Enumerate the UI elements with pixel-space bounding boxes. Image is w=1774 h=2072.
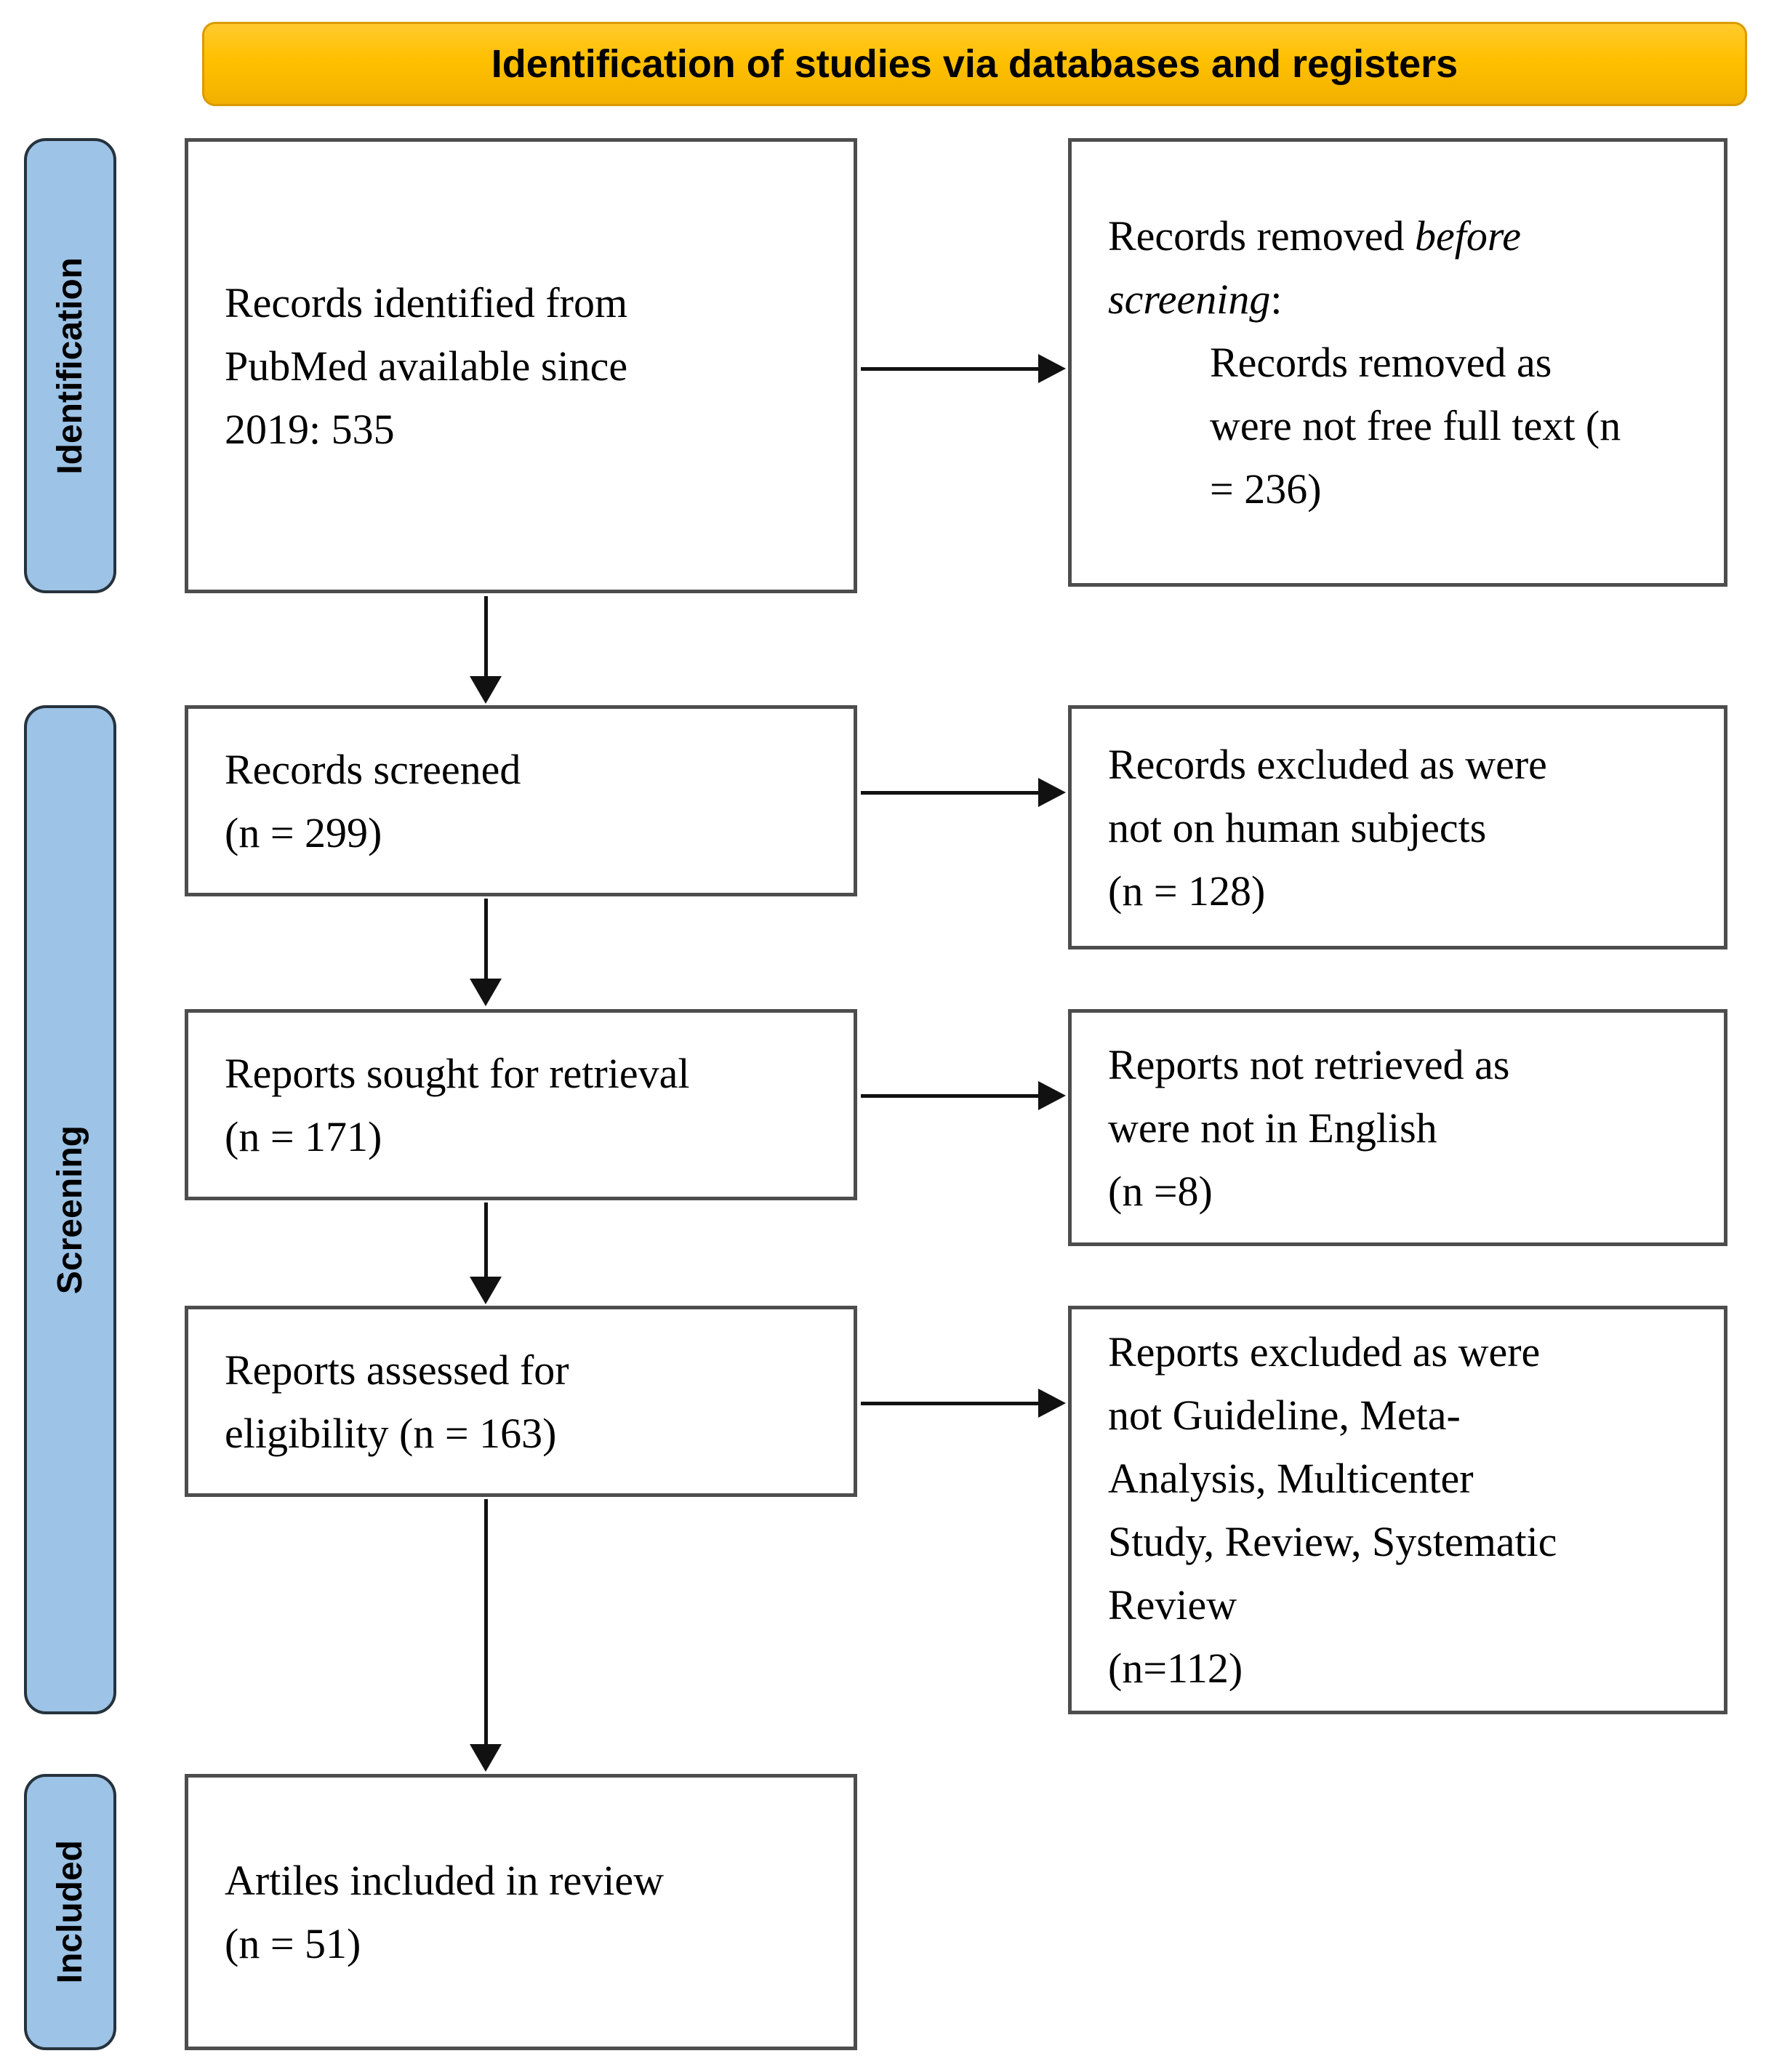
stage-label-included-text: Included [51, 1840, 89, 1984]
box-records-screened: Records screened (n = 299) [185, 705, 857, 896]
box-text-line: Reports not retrieved as [1108, 1040, 1510, 1088]
box-text-line: (n =8) [1108, 1167, 1213, 1215]
arrow-head-icon [1038, 354, 1066, 383]
box-text-line: (n = 51) [225, 1920, 361, 1967]
box-text-line: Records excluded as were [1108, 740, 1547, 788]
down-arrow-identified-to-screened [470, 596, 502, 704]
right-arrow-identified-to-removed [861, 354, 1066, 383]
box-text-line: PubMed available since [225, 342, 628, 390]
arrow-head-icon [1038, 1081, 1066, 1110]
box-text-line: screening: [1108, 268, 1698, 331]
stage-label-screening-text: Screening [51, 1125, 89, 1295]
arrow-head-icon [470, 1277, 502, 1304]
box-articles-included: Artiles included in review (n = 51) [185, 1774, 857, 2050]
box-text-line: Reports assessed for [225, 1346, 569, 1394]
box-reports-excluded-wrong-type: Reports excluded as were not Guideline, … [1068, 1306, 1727, 1714]
arrow-head-icon [1038, 778, 1066, 807]
arrow-stem [484, 899, 488, 981]
banner: Identification of studies via databases … [202, 22, 1747, 106]
arrow-stem [484, 1202, 488, 1280]
arrow-stem [484, 596, 488, 679]
arrow-stem [861, 1402, 1041, 1405]
box-text-line: Records identified from [225, 278, 628, 326]
box-text-line: (n = 299) [225, 808, 382, 856]
stage-label-identification: Identification [24, 138, 116, 593]
arrow-head-icon [470, 1744, 502, 1772]
box-text-line: 2019: 535 [225, 405, 395, 453]
box-reports-sought: Reports sought for retrieval (n = 171) [185, 1009, 857, 1200]
box-text-indented-line: Records removed as [1210, 339, 1552, 386]
box-text-line: eligibility (n = 163) [225, 1409, 557, 1457]
arrow-head-icon [1038, 1389, 1066, 1418]
arrow-stem [484, 1499, 488, 1747]
box-text-line: Review [1108, 1581, 1237, 1629]
box-text-line: Records screened [225, 745, 521, 793]
box-text-italic-segment: before [1414, 212, 1522, 260]
box-text-line: not Guideline, Meta- [1108, 1392, 1461, 1439]
arrow-head-icon [470, 676, 502, 704]
right-arrow-screened-to-excluded [861, 778, 1066, 807]
box-text-line: (n = 128) [1108, 867, 1266, 915]
box-text-indented-line: were not free full text (n [1210, 402, 1621, 449]
arrow-head-icon [470, 979, 502, 1006]
box-text-line: Records removed before [1108, 204, 1698, 268]
box-text-line: Artiles included in review [225, 1857, 664, 1904]
box-text-italic-segment: screening [1108, 276, 1271, 323]
stage-label-screening: Screening [24, 705, 116, 1714]
right-arrow-assessed-to-excluded [861, 1389, 1066, 1418]
stage-label-identification-text: Identification [51, 257, 89, 475]
box-records-removed-before-screening: Records removed before screening: Record… [1068, 138, 1727, 587]
arrow-stem [861, 367, 1041, 371]
box-reports-assessed: Reports assessed for eligibility (n = 16… [185, 1306, 857, 1497]
banner-title: Identification of studies via databases … [491, 42, 1458, 86]
box-text-line: (n=112) [1108, 1645, 1243, 1692]
arrow-stem [861, 1094, 1041, 1098]
box-text-line: Reports sought for retrieval [225, 1049, 690, 1097]
box-text-indented-line: = 236) [1210, 465, 1322, 513]
box-text-segment: : [1270, 276, 1283, 323]
down-arrow-sought-to-assessed [470, 1202, 502, 1304]
box-records-identified: Records identified from PubMed available… [185, 138, 857, 593]
box-reports-not-retrieved: Reports not retrieved as were not in Eng… [1068, 1009, 1727, 1246]
down-arrow-screened-to-sought [470, 899, 502, 1006]
box-text-line: Study, Review, Systematic [1108, 1518, 1557, 1565]
box-text-line: (n = 171) [225, 1112, 382, 1160]
arrow-stem [861, 791, 1041, 795]
box-text-segment: Records removed [1108, 212, 1415, 260]
box-text-line: were not in English [1108, 1104, 1437, 1152]
stage-label-included: Included [24, 1774, 116, 2050]
right-arrow-sought-to-not-retrieved [861, 1081, 1066, 1110]
box-records-excluded-not-human: Records excluded as were not on human su… [1068, 705, 1727, 949]
box-text-line: not on human subjects [1108, 803, 1487, 851]
box-text-line: Reports excluded as were [1108, 1328, 1541, 1376]
down-arrow-assessed-to-included [470, 1499, 502, 1772]
box-text-line: Analysis, Multicenter [1108, 1455, 1474, 1502]
